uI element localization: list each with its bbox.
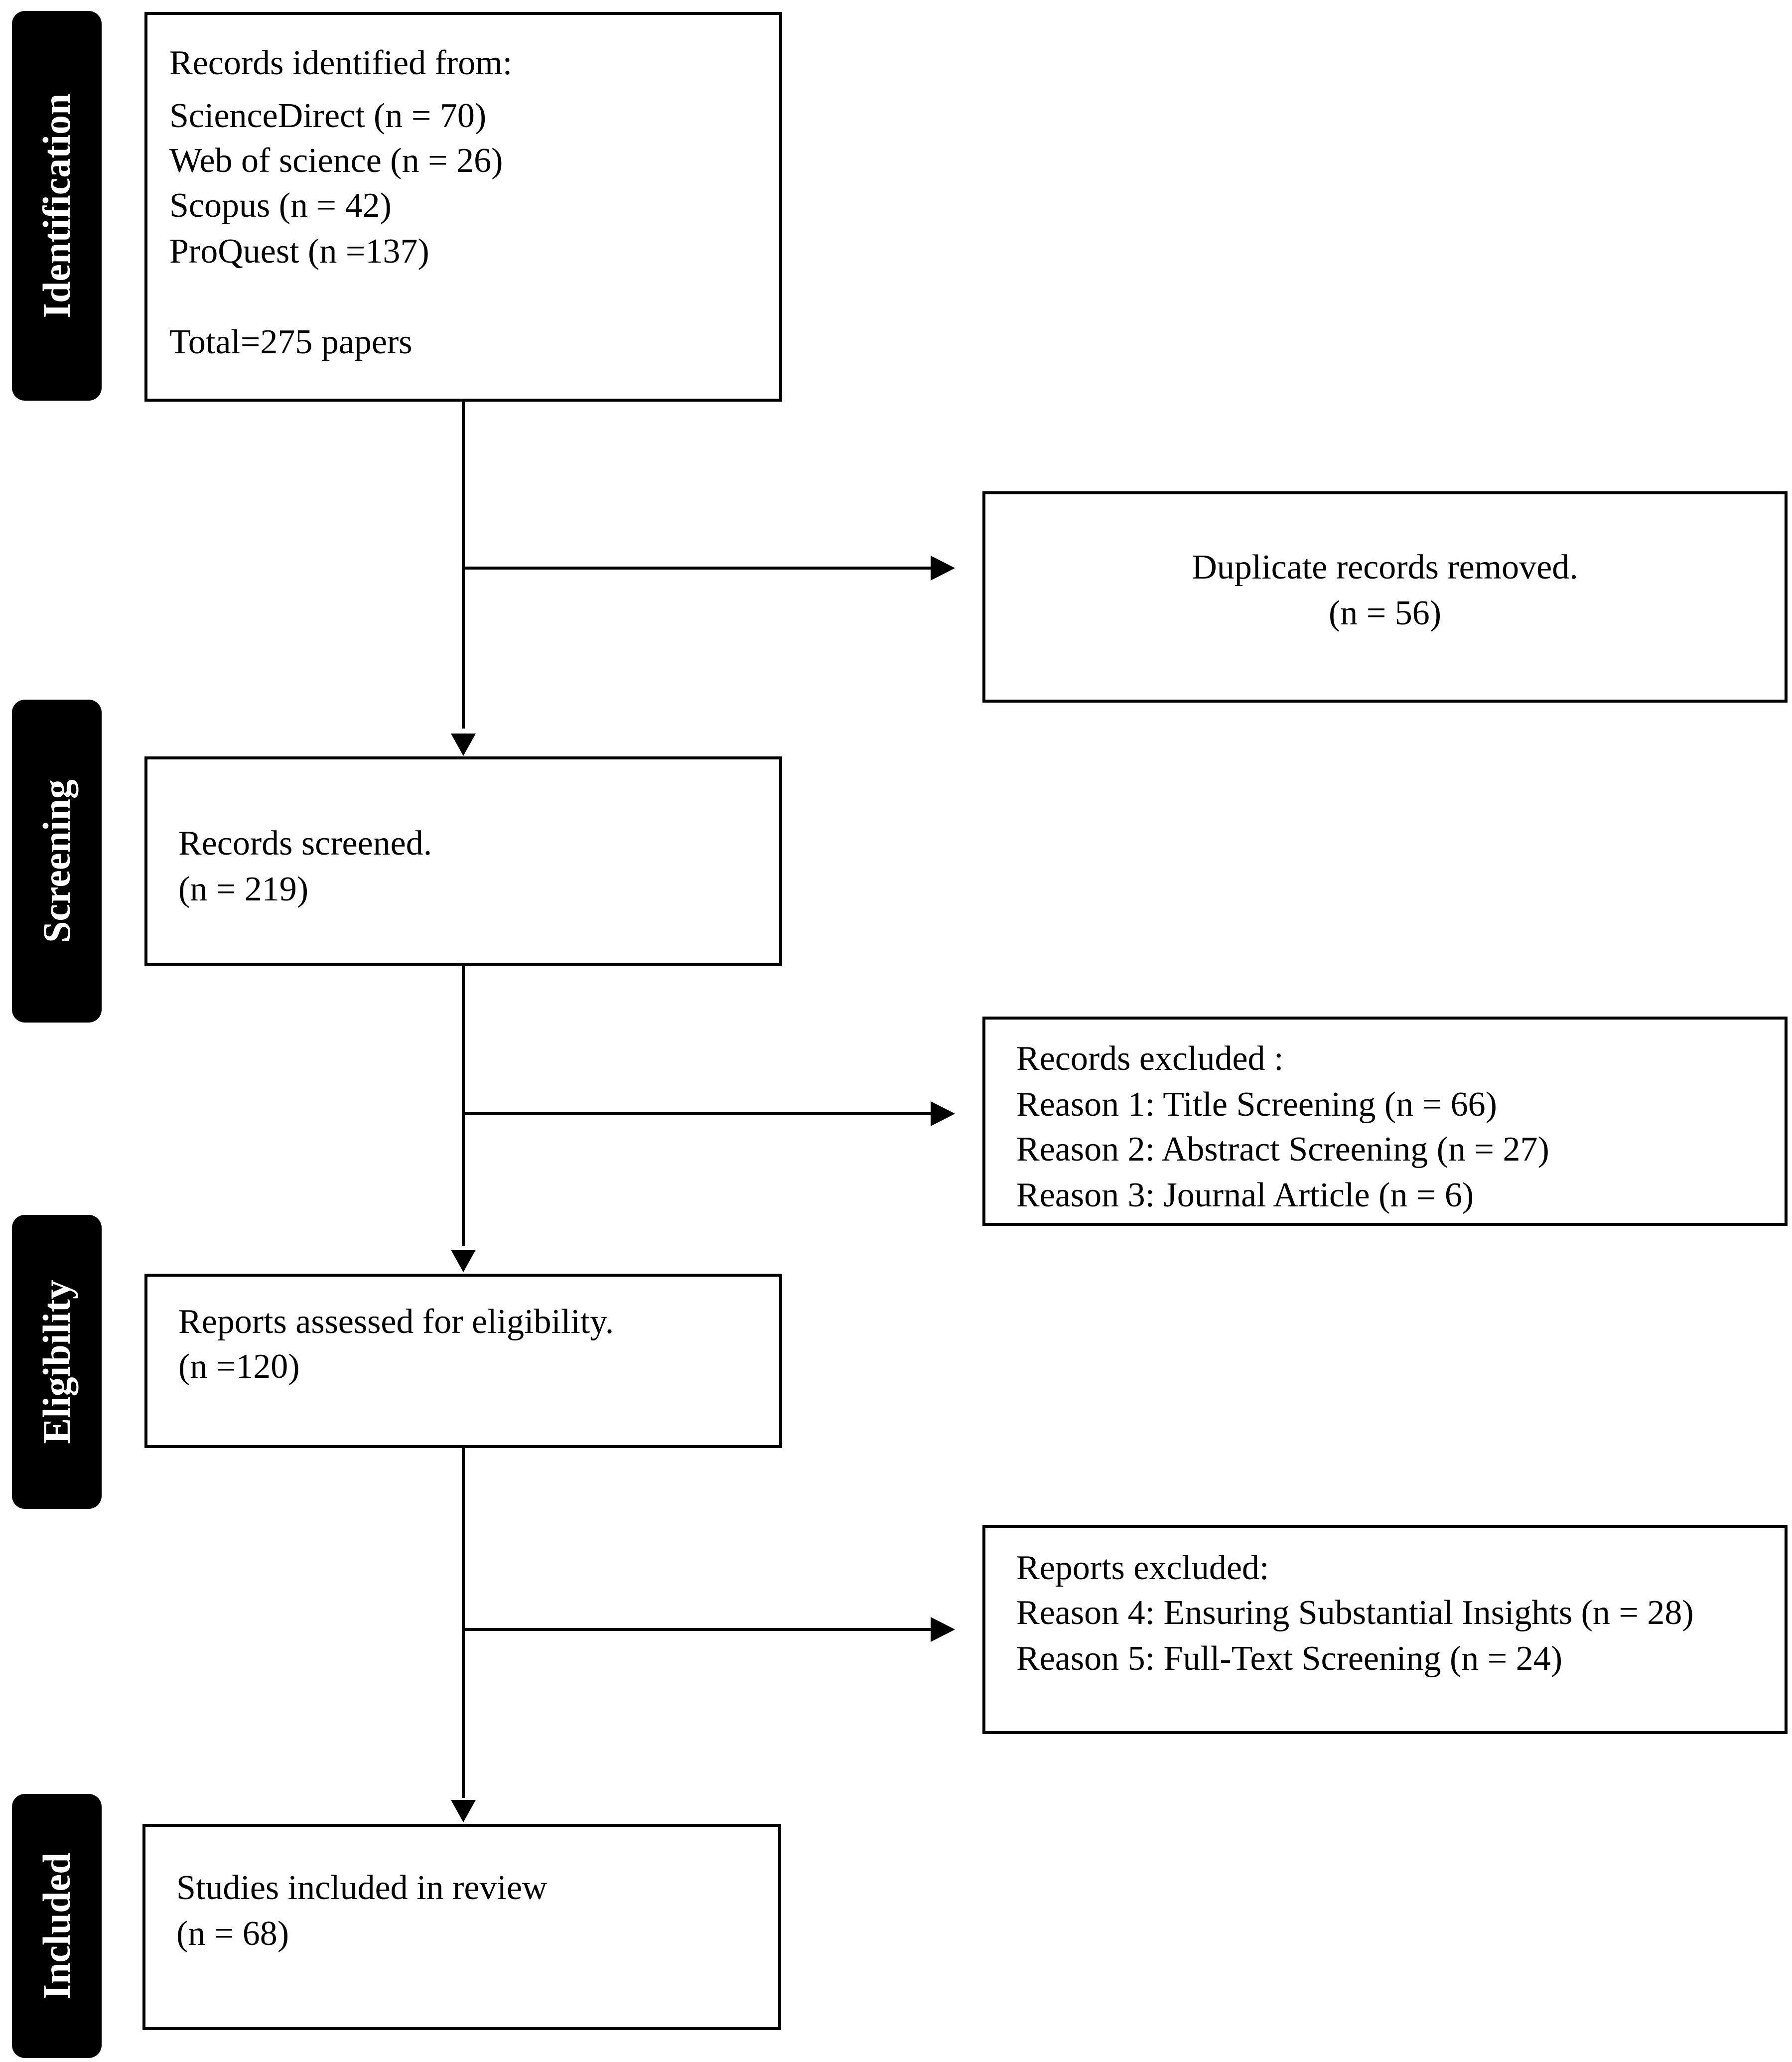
- arrowhead-screening: [451, 734, 476, 756]
- screened-box: Records screened. (n = 219): [144, 756, 782, 966]
- arrowhead-reports-excluded: [931, 1617, 955, 1642]
- source-scopus: Scopus (n = 42): [169, 186, 392, 225]
- records-excluded-box: Records excluded : Reason 1: Title Scree…: [982, 1017, 1788, 1226]
- reports-excluded-heading: Reports excluded:: [1016, 1549, 1269, 1587]
- stage-eligibility: Eligibility: [12, 1215, 102, 1509]
- arrowhead-included: [451, 1800, 476, 1822]
- records-excluded-heading: Records excluded :: [1016, 1039, 1284, 1078]
- identification-total: Total=275 papers: [169, 323, 413, 361]
- duplicates-count: (n = 56): [1328, 594, 1442, 632]
- reason-2: Reason 2: Abstract Screening (n = 27): [1016, 1130, 1549, 1169]
- duplicates-box: Duplicate records removed. (n = 56): [982, 491, 1788, 703]
- stage-screening: Screening: [12, 700, 102, 1023]
- identification-heading: Records identified from:: [169, 44, 513, 82]
- eligibility-label: Reports assessed for eligibility.: [178, 1303, 614, 1341]
- reason-4: Reason 4: Ensuring Substantial Insights …: [1016, 1594, 1694, 1632]
- source-web-of-science: Web of science (n = 26): [169, 142, 503, 180]
- eligibility-box: Reports assessed for eligibility. (n =12…: [144, 1274, 782, 1448]
- stage-identification: Identification: [12, 11, 102, 401]
- identification-box: Records identified from: ScienceDirect (…: [144, 12, 782, 402]
- reports-excluded-box: Reports excluded: Reason 4: Ensuring Sub…: [982, 1525, 1788, 1734]
- stage-eligibility-label: Eligibility: [35, 1280, 78, 1444]
- stage-included-label: Included: [35, 1852, 78, 2000]
- arrowhead-records-excluded: [931, 1101, 955, 1126]
- included-box: Studies included in review (n = 68): [142, 1824, 781, 2030]
- duplicates-label: Duplicate records removed.: [1192, 548, 1578, 587]
- arrowhead-eligibility: [451, 1250, 476, 1272]
- arrowhead-duplicates: [931, 556, 955, 581]
- screened-label: Records screened.: [178, 824, 432, 863]
- reason-3: Reason 3: Journal Article (n = 6): [1016, 1176, 1474, 1214]
- eligibility-count: (n =120): [178, 1347, 300, 1386]
- included-count: (n = 68): [176, 1915, 289, 1953]
- included-label: Studies included in review: [176, 1869, 548, 1907]
- stage-included: Included: [12, 1794, 102, 2058]
- source-sciencedirect: ScienceDirect (n = 70): [169, 97, 487, 135]
- screened-count: (n = 219): [178, 870, 309, 908]
- reason-5: Reason 5: Full-Text Screening (n = 24): [1016, 1639, 1563, 1678]
- stage-identification-label: Identification: [35, 93, 78, 318]
- reason-1: Reason 1: Title Screening (n = 66): [1016, 1085, 1497, 1124]
- stage-screening-label: Screening: [35, 779, 78, 943]
- source-proquest: ProQuest (n =137): [169, 232, 429, 271]
